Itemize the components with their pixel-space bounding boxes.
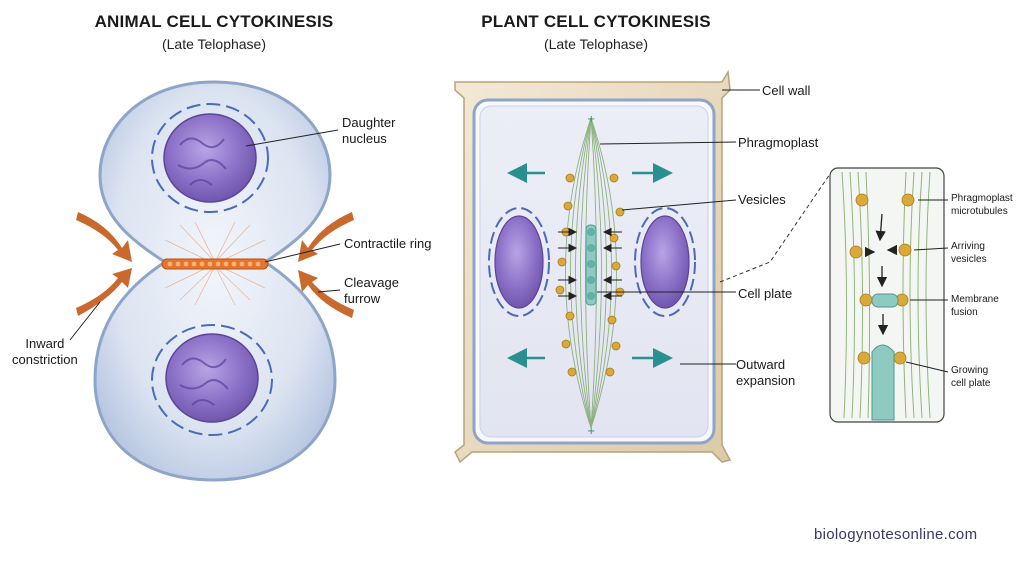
label-cell-wall: Cell wall: [762, 83, 811, 98]
upper-nuclear-envelope: [151, 103, 269, 213]
plant-daughter-nucleus-right: [640, 215, 690, 309]
arrow-upper-left: [76, 212, 132, 262]
arrow-lower-right: [298, 270, 354, 318]
animal-title: ANIMAL CELL CYTOKINESIS: [94, 12, 334, 31]
lower-daughter-nucleus: [165, 333, 259, 423]
animal-cell-membrane: [93, 80, 337, 482]
vesicle-arrows: [558, 227, 622, 301]
label-cell-plate: Cell plate: [738, 286, 793, 301]
outward-expansion-arrows: [507, 163, 673, 368]
inset-label-arriving-vesicles: Arriving vesicles: [951, 241, 987, 265]
animal-cell: [69, 80, 354, 482]
vesicles: [555, 173, 625, 377]
lower-nuclear-envelope: [151, 324, 273, 436]
label-daughter-nucleus: Daughter nucleus: [342, 115, 396, 146]
plant-nuclear-envelope-left: [488, 207, 550, 317]
plant-title: PLANT CELL CYTOKINESIS: [481, 12, 711, 31]
inset-connector: [719, 173, 831, 283]
plant-subtitle: (Late Telophase): [543, 36, 649, 52]
inset-label-membrane-fusion: Membrane fusion: [951, 294, 999, 318]
plant-cell: + +: [454, 69, 831, 464]
svg-text:+: +: [587, 114, 595, 125]
label-vesicles: Vesicles: [738, 192, 786, 207]
plant-nuclear-envelope-right: [634, 207, 696, 317]
inset-label-growing-plate: Growing cell plate: [951, 365, 991, 389]
upper-daughter-nucleus: [163, 113, 257, 203]
animal-leader-lines: [69, 129, 341, 341]
contractile-ring: [161, 258, 269, 270]
animal-subtitle: (Late Telophase): [161, 36, 267, 52]
arrow-lower-left: [76, 268, 132, 316]
label-inward-constriction: Inward constriction: [12, 336, 78, 367]
label-cleavage-furrow: Cleavage furrow: [344, 275, 399, 306]
constriction-arrows: [76, 212, 354, 318]
label-contractile-ring: Contractile ring: [344, 236, 432, 251]
inset-label-microtubules: Phragmoplast microtubules: [951, 193, 1013, 217]
label-outward-expansion: Outward expansion: [736, 357, 796, 388]
plant-daughter-nucleus-left: [494, 215, 544, 309]
cell-plate-inset: [829, 167, 949, 423]
arrow-upper-right: [298, 212, 354, 262]
cell-plate: [585, 224, 597, 306]
plant-leader-lines: [597, 89, 760, 365]
svg-text:+: +: [587, 426, 595, 437]
site-credit: biologynotesonline.com: [814, 526, 978, 543]
label-phragmoplast: Phragmoplast: [738, 135, 819, 150]
